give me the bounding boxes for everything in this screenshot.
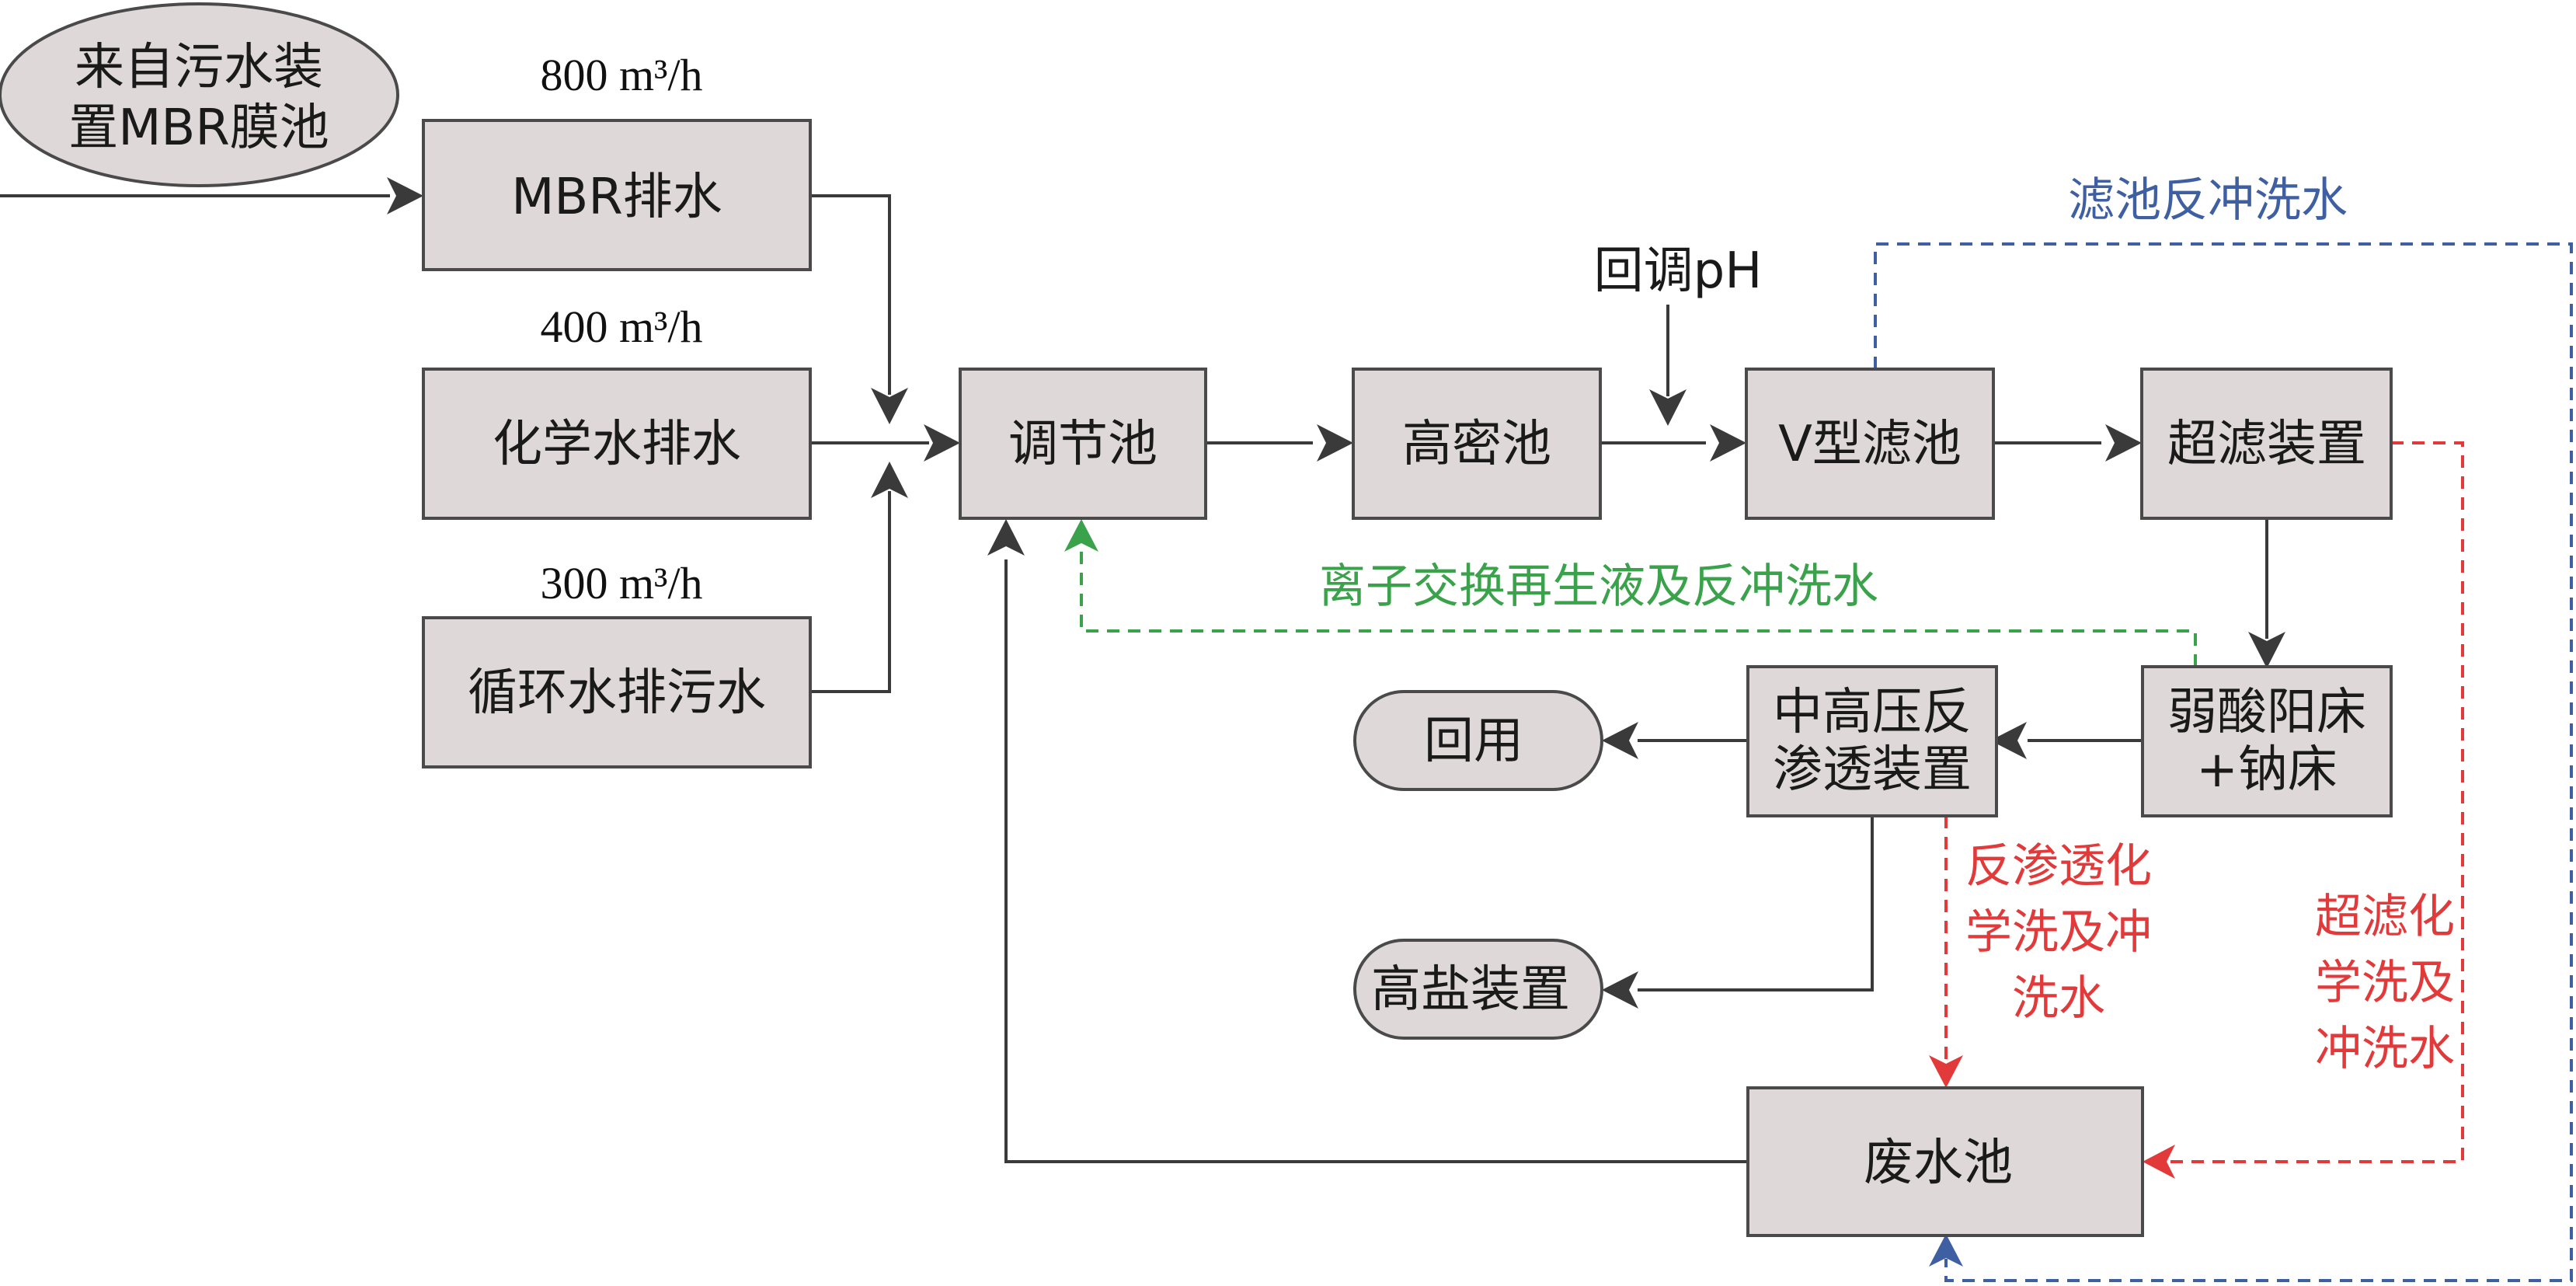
annotation-uf-wash: 超滤化 学洗及 冲洗水 [2315,890,2455,1076]
arrowhead-merge-bottom [871,462,908,498]
label-high-salt: 高盐装置 [1371,961,1570,1019]
arrowhead-into-hd [1317,424,1353,462]
arrowhead-into-highsalt [1602,971,1638,1009]
inflow-chem: 400 m³/h 化学水排水 [422,301,812,520]
arrowhead-into-ionex [2248,632,2285,668]
label-ph-adjust: 回调pH [1594,242,1763,300]
waste-to-regulating-line [1004,559,1748,1163]
arrowhead-into-vfilter [1710,424,1746,462]
arrowhead-ph [1649,389,1687,426]
inflow-circ: 300 m³/h 循环水排污水 [422,558,812,768]
box-waste-tank [1746,1086,2144,1237]
label-ion-exchange-line1: 弱酸阳床 [2167,684,2366,741]
label-high-density-tank: 高密池 [1402,416,1551,473]
mbr-to-merge-line [809,194,891,395]
unit-ultrafiltration: 超滤装置 [2140,368,2393,520]
arrowheads [387,177,2285,1267]
arrowhead-into-reuse [1602,722,1638,759]
unit-regulating: 调节池 [959,368,1207,520]
side-stream-lines [1080,242,2573,1282]
box-ro [1746,665,1998,817]
label-ro-line2: 渗透装置 [1773,741,1972,799]
source-ellipse [0,2,399,187]
box-ion-exchange [2141,665,2393,817]
arrowhead-uf-wash [2143,1145,2175,1179]
unit-waste-tank: 废水池 [1746,1086,2144,1237]
label-uf-wash-line2: 学洗及 [2315,956,2455,1010]
box-mbr-drain [422,119,812,271]
annotation-ph: 回调pH [1594,242,1763,300]
box-high-salt [1353,939,1603,1040]
box-high-density-tank [1352,368,1602,520]
arrowhead-into-uf [2105,424,2142,462]
filter-backwash-line [1874,242,2573,1282]
main-flow-lines [0,194,2268,1163]
label-regulating-tank: 调节池 [1008,416,1157,473]
arrowhead-merge-top [871,388,908,424]
annotation-ion-regen: 离子交换再生液及反冲洗水 [1319,559,1878,614]
source-label-line2: 置MBR膜池 [68,99,329,157]
uf-wash-line [2167,441,2464,1163]
box-regulating-tank [959,368,1207,520]
arrowhead-into-ro [1990,722,2027,759]
annotation-ro-wash: 反渗透化 学洗及冲 洗水 [1965,839,2152,1026]
label-ro-wash-line3: 洗水 [2012,971,2105,1026]
unit-ro: 中高压反 渗透装置 [1746,665,1998,817]
label-v-filter: V型滤池 [1778,416,1962,473]
ro-to-highsalt-line [1638,816,1874,992]
source-label-line1: 来自污水装 [75,39,323,96]
circ-to-merge-line [809,491,891,693]
label-mbr-drain: MBR排水 [511,169,722,226]
terminal-high-salt: 高盐装置 [1353,939,1603,1040]
label-ultrafiltration: 超滤装置 [2167,416,2366,473]
arrowhead-into-regulating [924,424,960,462]
arrowhead-into-regulating-bottom [987,519,1025,556]
label-chem-drain: 化学水排水 [493,416,741,473]
label-ion-regen: 离子交换再生液及反冲洗水 [1319,559,1878,614]
terminal-reuse: 回用 [1353,690,1603,791]
annotation-filter-backwash: 滤池反冲洗水 [2068,173,2348,228]
label-filter-backwash: 滤池反冲洗水 [2068,173,2348,228]
label-reuse: 回用 [1424,713,1523,770]
label-circ-drain: 循环水排污水 [468,664,766,722]
source-node: 来自污水装 置MBR膜池 [0,2,399,187]
inflow-rate-circ: 300 m³/h [540,558,702,608]
label-ion-exchange-line2: +钠床 [2196,741,2338,799]
arrowhead-filter-backwash [1929,1234,1963,1267]
label-ro-wash-line2: 学洗及冲 [1965,905,2152,960]
arrowhead-ion-regen [1064,519,1098,552]
box-chem-drain [422,368,812,520]
inflow-rate-mbr: 800 m³/h [540,50,702,100]
box-v-filter [1745,368,1995,520]
label-uf-wash-line3: 冲洗水 [2315,1022,2455,1076]
arrowhead-into-mbr [387,177,423,214]
label-ro-wash-line1: 反渗透化 [1965,839,2152,894]
label-uf-wash-line1: 超滤化 [2315,890,2455,944]
unit-ion-exchange: 弱酸阳床 +钠床 [2141,665,2393,817]
box-circ-drain [422,616,812,768]
inflow-mbr: 800 m³/h MBR排水 [422,50,812,271]
box-ultrafiltration [2140,368,2393,520]
ion-regen-line [1080,550,2197,667]
inflow-rate-chem: 400 m³/h [540,301,702,352]
box-reuse [1353,690,1603,791]
label-waste-tank: 废水池 [1864,1134,2013,1192]
arrowhead-ro-wash [1929,1055,1963,1088]
label-ro-line1: 中高压反 [1773,684,1972,741]
unit-high-density: 高密池 [1352,368,1602,520]
unit-v-filter: V型滤池 [1745,368,1995,520]
